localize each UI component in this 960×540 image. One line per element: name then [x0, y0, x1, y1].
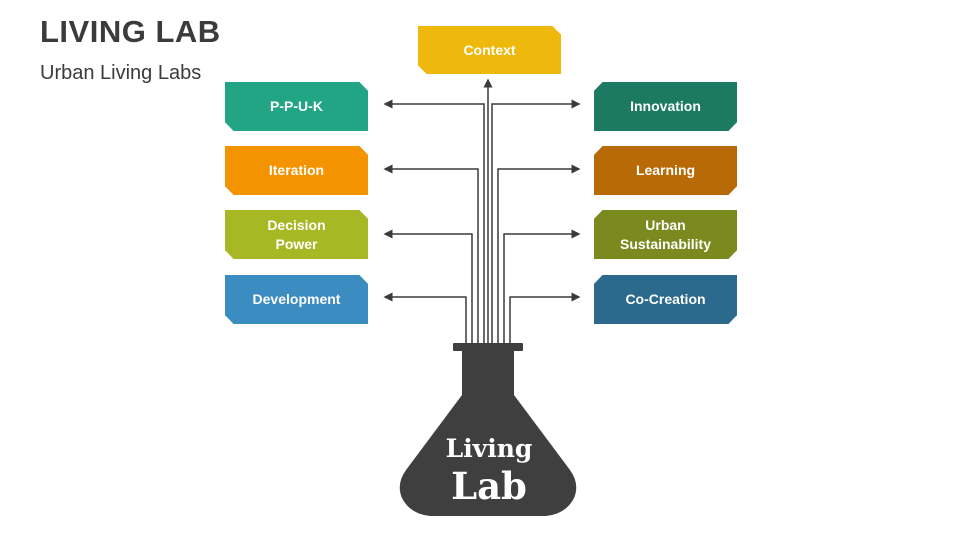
box-context-label: Context: [463, 41, 516, 58]
page-title: LIVING LAB: [40, 14, 221, 49]
connector-left-4: [383, 292, 467, 345]
box-right-4: Co-Creation: [594, 275, 737, 324]
box-left-1: P-P-U-K: [225, 82, 368, 131]
connector-right-3: [503, 229, 581, 345]
connector-right-1: [491, 99, 581, 345]
connector-left-3: [383, 229, 473, 345]
box-right-2-label: Learning: [635, 162, 696, 178]
box-right-3: Urban Sustainability: [594, 210, 737, 259]
box-left-4-label: Development: [252, 291, 341, 307]
box-left-4: Development: [225, 275, 368, 324]
box-right-2: Learning: [594, 146, 737, 195]
box-right-1: Innovation: [594, 82, 737, 131]
box-left-2-label: Iteration: [268, 162, 325, 178]
connector-right-2: [497, 164, 581, 345]
box-right-3-label: Urban Sustainability: [619, 216, 712, 252]
flask-label-line2: Lab: [451, 464, 527, 508]
connector-left-1: [383, 99, 485, 345]
flask-label-line1: Living: [445, 434, 533, 463]
box-left-3-label: Decision Power: [267, 216, 326, 252]
box-left-2: Iteration: [225, 146, 368, 195]
connector-right-4: [509, 292, 581, 345]
box-left-3: Decision Power: [225, 210, 368, 259]
box-right-4-label: Co-Creation: [625, 291, 706, 307]
box-left-1-label: P-P-U-K: [270, 98, 323, 114]
box-right-1-label: Innovation: [630, 98, 701, 114]
connector-left-2: [383, 164, 479, 345]
flask-icon: [399, 343, 577, 516]
page-subtitle: Urban Living Labs: [40, 62, 202, 84]
box-context: Context: [418, 26, 561, 74]
